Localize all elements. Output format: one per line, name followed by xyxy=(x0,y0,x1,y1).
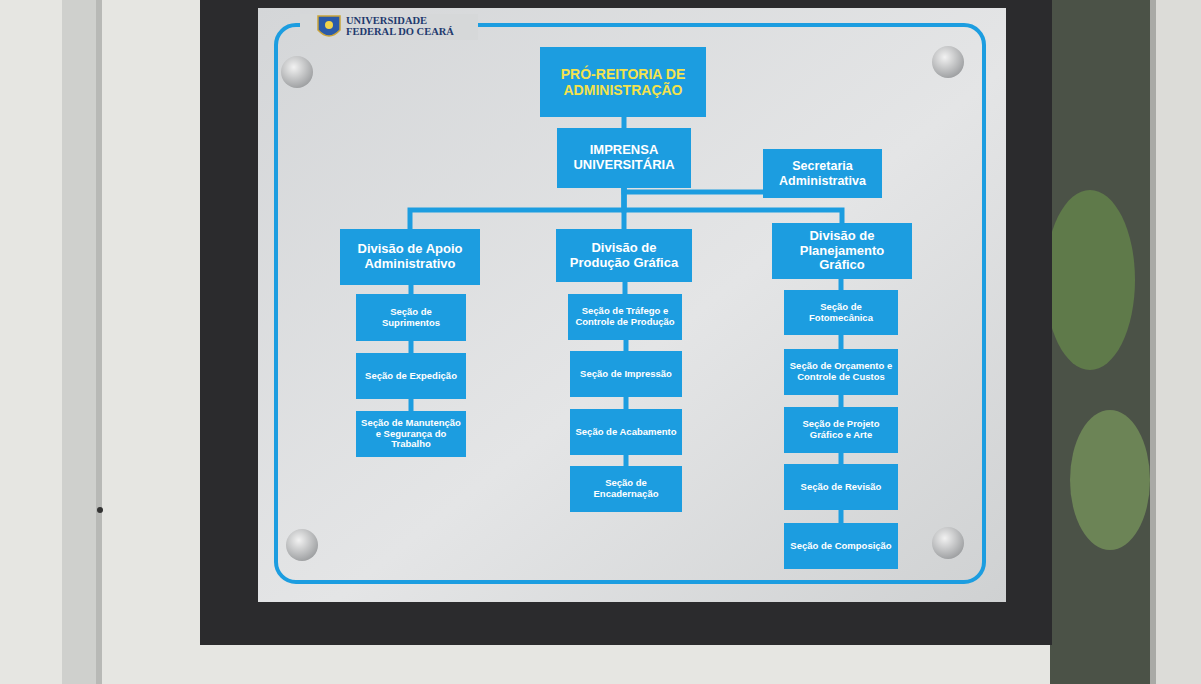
plate-border xyxy=(276,25,984,582)
box-label: Seção de Manutenção e Segurança do Traba… xyxy=(361,418,461,451)
section-box: Seção de Tráfego e Controle de Produção xyxy=(568,294,682,340)
box-label: Seção de Composição xyxy=(790,541,891,552)
section-box: Seção de Expedição xyxy=(356,353,466,399)
door-frame-edge xyxy=(96,0,102,684)
box-label: Divisão de Apoio Administrativo xyxy=(345,242,475,272)
university-name: UNIVERSIDADE FEDERAL DO CEARÁ xyxy=(346,15,470,37)
section-box: Seção de Manutenção e Segurança do Traba… xyxy=(356,411,466,457)
org-connector xyxy=(623,282,628,294)
org-connector xyxy=(624,455,629,466)
university-crest xyxy=(318,16,340,36)
box-label: Seção de Acabamento xyxy=(575,427,676,438)
box-label: Seção de Fotomecânica xyxy=(789,302,893,324)
section-box: Seção de Projeto Gráfico e Arte xyxy=(784,407,898,453)
box-label: Seção de Projeto Gráfico e Arte xyxy=(789,419,893,441)
box-label: Divisão de Produção Gráfica xyxy=(561,241,687,271)
division-box: Divisão de Planejamento Gráfico xyxy=(772,223,912,279)
box-label: Divisão de Planejamento Gráfico xyxy=(777,229,907,274)
org-connector xyxy=(839,453,844,464)
pillar-edge xyxy=(1150,0,1156,684)
screw xyxy=(286,529,318,561)
section-box: Seção de Revisão xyxy=(784,464,898,510)
box-label: Seção de Suprimentos xyxy=(361,307,461,329)
screw xyxy=(281,56,313,88)
org-connector xyxy=(622,117,627,128)
metal-plate xyxy=(258,8,1006,602)
org-connector xyxy=(409,399,414,411)
box-label: Seção de Revisão xyxy=(801,482,882,493)
org-connector xyxy=(839,395,844,407)
org-connector xyxy=(409,285,414,294)
org-connector xyxy=(839,510,844,523)
secretariat-box: Secretaria Administrativa xyxy=(763,149,882,198)
division-box: Divisão de Produção Gráfica xyxy=(556,229,692,282)
box-label: Seção de Impressão xyxy=(580,369,672,380)
box-label: PRÓ-REITORIA DE ADMINISTRAÇÃO xyxy=(545,66,701,98)
box-label: Seção de Expedição xyxy=(365,371,457,382)
box-label: Seção de Tráfego e Controle de Produção xyxy=(573,306,677,328)
org-connector xyxy=(839,335,844,349)
box-label: Seção de Encadernação xyxy=(575,478,677,500)
org-connector xyxy=(410,188,624,229)
division-box: Divisão de Apoio Administrativo xyxy=(340,229,480,285)
pillar xyxy=(1150,0,1201,684)
org-connector xyxy=(839,279,844,290)
org-connector xyxy=(624,397,629,409)
section-box: Seção de Fotomecânica xyxy=(784,290,898,335)
section-box: Seção de Encadernação xyxy=(570,466,682,512)
granite-frame xyxy=(200,0,1052,645)
org-connector xyxy=(624,340,629,351)
box-label: Secretaria Administrativa xyxy=(768,159,877,188)
section-box: Seção de Impressão xyxy=(570,351,682,397)
section-box: Seção de Acabamento xyxy=(570,409,682,455)
box-label: Seção de Orçamento e Controle de Custos xyxy=(789,361,893,383)
section-box: Seção de Composição xyxy=(784,523,898,569)
section-box: Seção de Suprimentos xyxy=(356,294,466,341)
door-bolt xyxy=(97,507,103,513)
logo-ground xyxy=(300,14,478,40)
org-connector xyxy=(624,188,763,192)
plant xyxy=(1045,190,1135,370)
door-frame xyxy=(62,0,96,684)
section-box: Seção de Orçamento e Controle de Custos xyxy=(784,349,898,395)
plant xyxy=(1070,410,1150,550)
head-box: PRÓ-REITORIA DE ADMINISTRAÇÃO xyxy=(540,47,706,117)
department-box: IMPRENSA UNIVERSITÁRIA xyxy=(557,128,691,188)
org-connector xyxy=(409,341,414,353)
box-label: IMPRENSA UNIVERSITÁRIA xyxy=(562,143,686,173)
screw xyxy=(932,46,964,78)
screw xyxy=(932,527,964,559)
crest-emblem xyxy=(325,21,333,29)
